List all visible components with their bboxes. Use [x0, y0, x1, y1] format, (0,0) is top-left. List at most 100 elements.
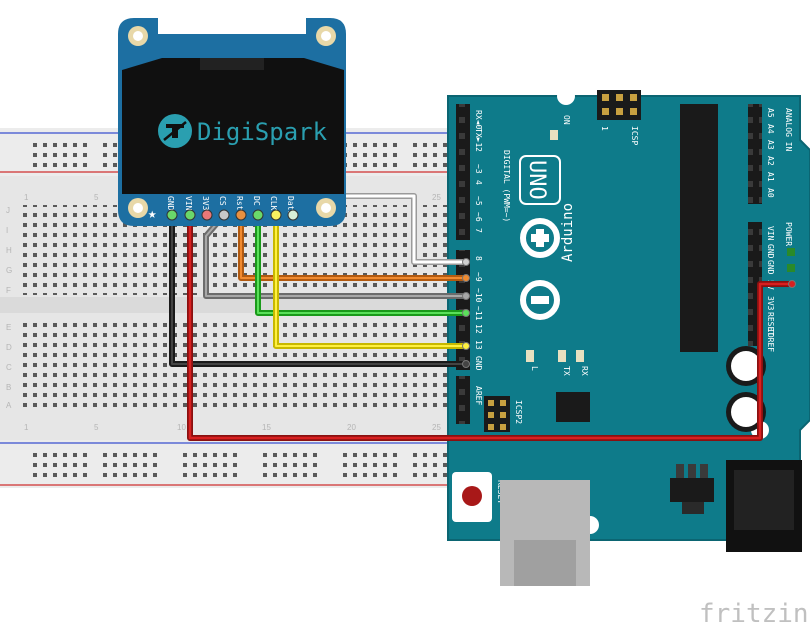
row-letter: J: [6, 206, 10, 215]
usb-chip: [556, 392, 590, 422]
l-label: L: [530, 366, 539, 371]
oled-screen: [122, 58, 344, 194]
icsp2-label: ICSP2: [514, 400, 523, 424]
pin-label-13: 13: [474, 340, 483, 350]
center-channel: [0, 297, 452, 313]
pin-label-a2: A2: [766, 156, 775, 166]
oled-pin-label-clk: CLK: [269, 196, 278, 211]
row-letter: A: [6, 401, 12, 410]
oled-pin-label-gnd: GND: [166, 196, 175, 211]
wire-clk-highlight: [275, 214, 467, 347]
oled-pin-label-rst: Rst: [235, 196, 244, 211]
voltage-regulator: [670, 478, 714, 502]
pin-label-9: ~9: [474, 272, 483, 282]
row-letter: C: [6, 363, 12, 372]
fritzing-watermark: fritzing: [699, 599, 810, 629]
wire-gnd-highlight: [171, 214, 467, 365]
row-letter: D: [6, 343, 12, 352]
pin-label-reset: RESET: [766, 312, 775, 336]
pin-label-a4: A4: [766, 124, 775, 134]
wires: [169, 193, 796, 441]
tx-label: TX: [562, 366, 571, 376]
digital-title: DIGITAL (PWM=~): [502, 150, 511, 222]
oled-pin-label-dc: DC: [252, 196, 261, 206]
oled-pin-3v3: [201, 209, 213, 221]
column-number: 20: [347, 423, 356, 432]
rx-label: RX: [580, 366, 589, 376]
l-led: [526, 350, 534, 362]
pin-label-a0: A0: [766, 188, 775, 198]
digispark-logo-text: DigiSpark: [197, 118, 328, 146]
pin-label-gnd-power: GND: [766, 244, 775, 259]
pin-label-7: 7: [474, 228, 483, 233]
row-letter: E: [6, 323, 11, 332]
pin-label-tx1: TX►1: [474, 128, 483, 147]
rx-led: [576, 350, 584, 362]
column-number: 1: [24, 193, 29, 202]
pin-label-a5: A5: [766, 108, 775, 118]
icsp-label: ICSP: [630, 126, 639, 145]
pin-label-2: 2: [474, 147, 483, 152]
column-number: 25: [432, 193, 441, 202]
row-letter: F: [6, 286, 11, 295]
pin-label-a1: A1: [766, 172, 775, 182]
oled-pin-label-data: Data: [286, 196, 295, 215]
power-title: POWER: [784, 222, 793, 246]
pin-label-vin: VIN: [766, 226, 775, 241]
pin-label-3v3: 3V3: [766, 296, 775, 311]
analog-title: ANALOG IN: [784, 108, 793, 152]
on-label: ON: [562, 115, 571, 125]
column-number: 5: [94, 193, 99, 202]
wire-vin-highlight: [188, 213, 794, 440]
star-icon: ★: [148, 206, 157, 222]
column-number: 25: [432, 423, 441, 432]
wire-dc-highlight: [257, 214, 467, 314]
oled-pin-vin: [184, 209, 196, 221]
arduino-brand: Arduino: [560, 203, 576, 262]
oled-module: DigiSpark ★ GND VIN 3V3 CS Rst DC CLK Da…: [118, 18, 346, 226]
column-number: 15: [262, 423, 271, 432]
pin-label-gnd-power: GND: [766, 260, 775, 275]
digispark-logo: DigiSpark: [158, 114, 328, 148]
tx-led: [558, 350, 566, 362]
pin-label-gnd: GND: [474, 356, 483, 371]
aref-header: [456, 376, 470, 424]
row-letter: G: [6, 266, 12, 275]
oled-pin-rst: [235, 209, 247, 221]
pin-label-rx0: RX◄0: [474, 110, 483, 129]
column-number: 5: [94, 423, 99, 432]
oled-pin-data: [287, 209, 299, 221]
pin-label-12: 12: [474, 324, 483, 334]
column-number: 1: [24, 423, 29, 432]
arduino-logo: UNO Arduino: [519, 155, 576, 320]
on-led: [550, 130, 558, 140]
digital-header-upper: [456, 104, 470, 240]
row-letter: I: [6, 226, 8, 235]
pin-label-3: ~3: [474, 164, 483, 174]
oled-pin-cs: [218, 209, 230, 221]
pin-label-5: ~5: [474, 196, 483, 206]
icsp-pin-one: 1: [600, 126, 609, 131]
arduino-uno-board: RX◄0 TX►1 2 ~3 4 ~5 ~6 7 8 ~9 ~10 ~11 12…: [447, 87, 810, 586]
pin-label-8: 8: [474, 256, 483, 261]
pin-label-10: ~10: [474, 288, 483, 303]
pin-label-a3: A3: [766, 140, 775, 150]
oled-pin-clk: [270, 209, 282, 221]
oled-pin-label-3v3: 3V3: [201, 196, 210, 211]
atmega-chip: [680, 104, 718, 352]
icsp2-header: [484, 396, 510, 432]
row-letter: H: [6, 246, 12, 255]
oled-pin-gnd: [166, 209, 178, 221]
pin-label-11: ~11: [474, 306, 483, 321]
pin-label-4: 4: [474, 180, 483, 185]
analog-header: [748, 104, 762, 204]
oled-pin-label-cs: CS: [218, 196, 227, 206]
column-number: 10: [177, 423, 186, 432]
mounting-hole: [557, 87, 575, 105]
row-letter: B: [6, 383, 11, 392]
aref-label: AREF: [474, 386, 483, 405]
pin-label-ioref: IOREF: [766, 328, 775, 352]
reset-button-cap[interactable]: [462, 486, 482, 506]
oled-pin-label-vin: VIN: [184, 196, 193, 211]
